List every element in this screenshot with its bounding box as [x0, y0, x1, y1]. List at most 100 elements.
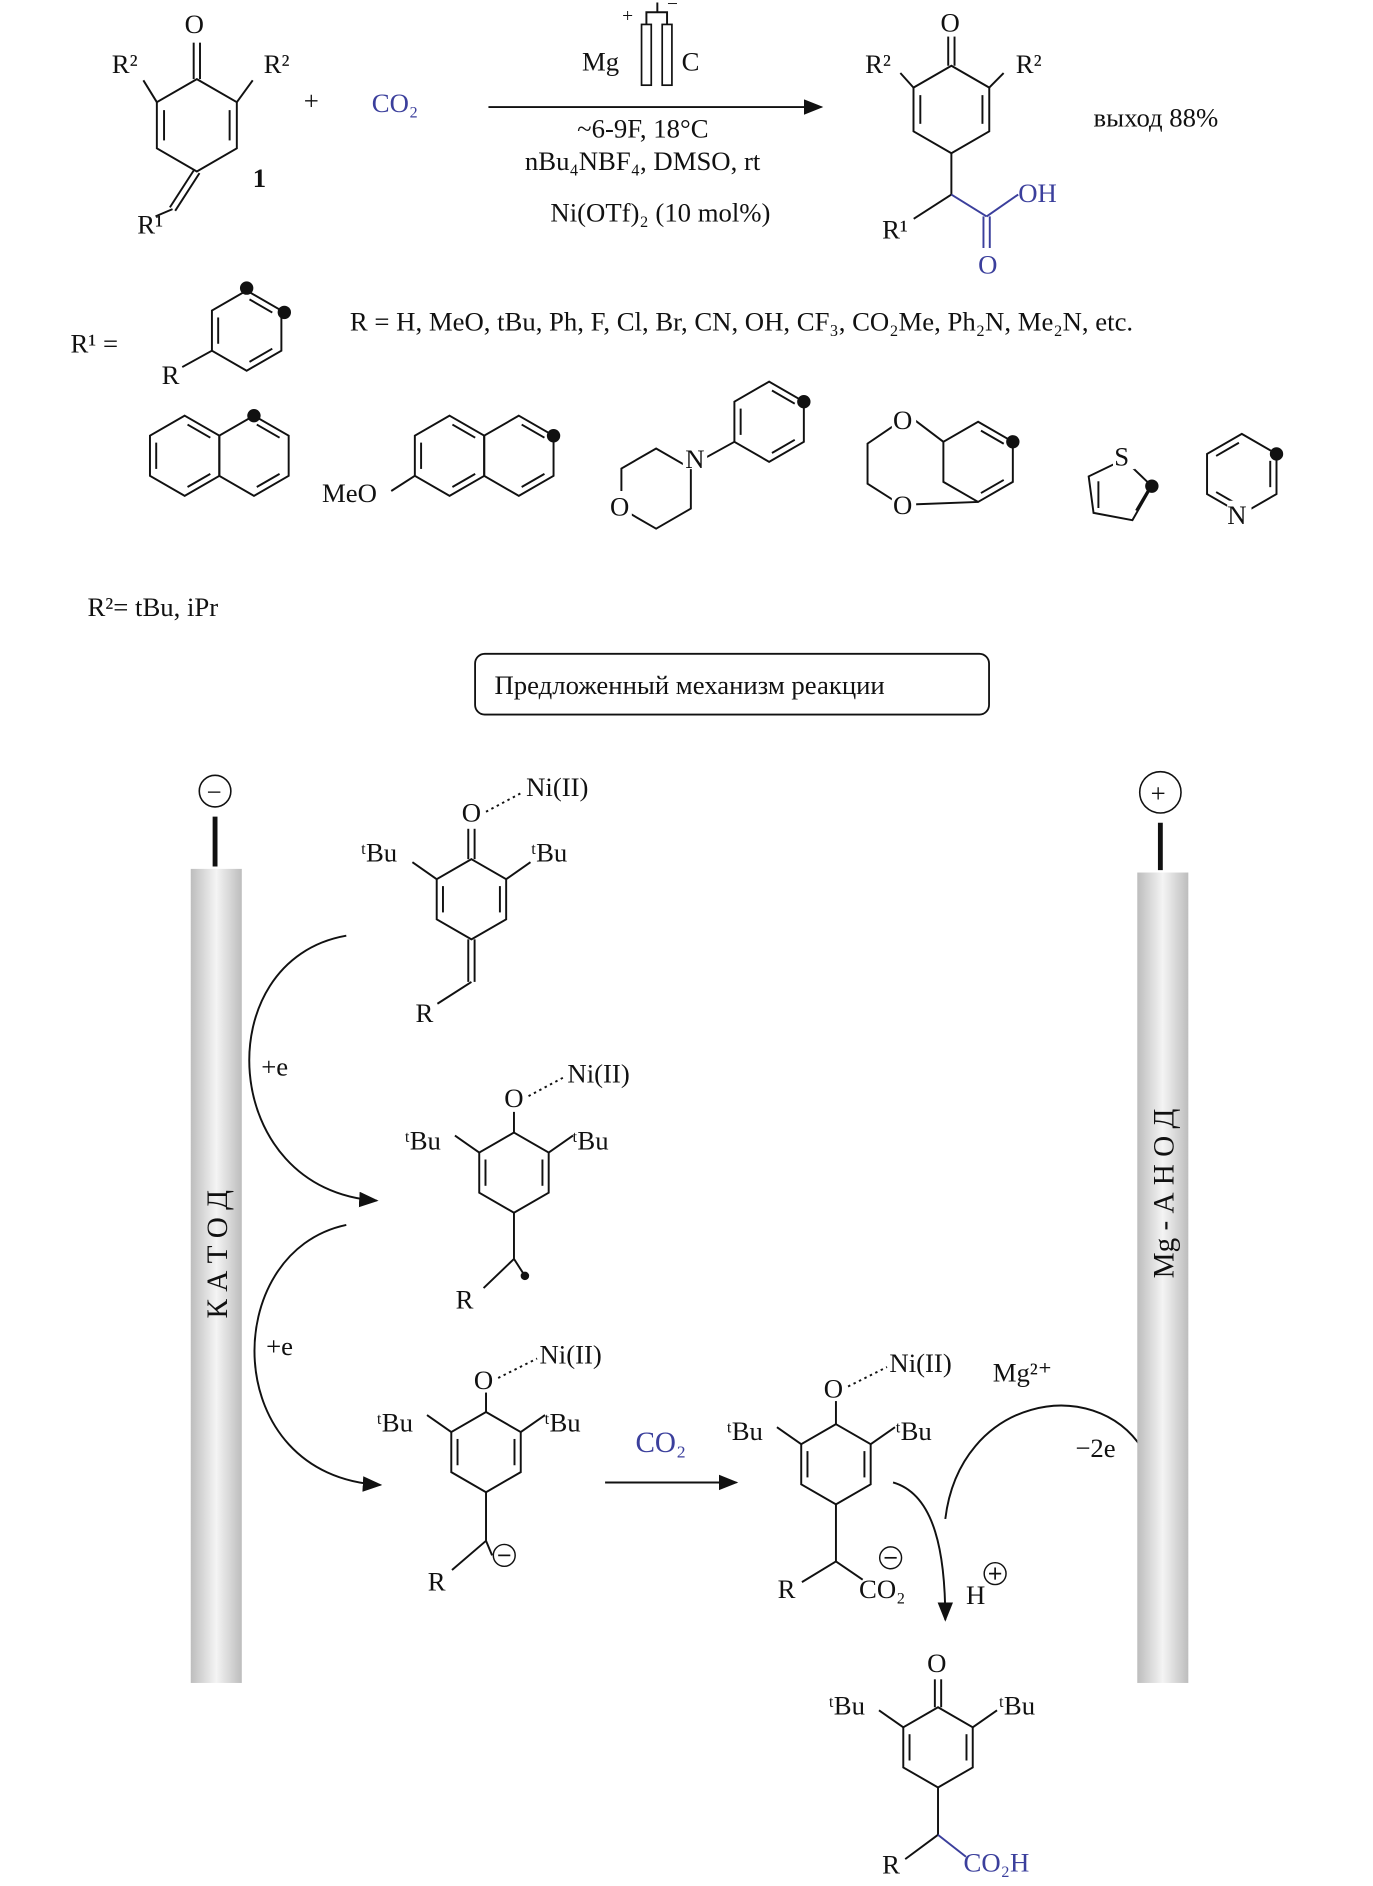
inner-double-bond: [249, 298, 273, 314]
bond: [986, 193, 1019, 218]
product-oxygen: O: [940, 8, 959, 38]
thiophene-sulfur: S: [1114, 441, 1129, 471]
naphthalene-ring: [148, 414, 221, 497]
inner-double-bond: [521, 423, 545, 439]
complex-a-r: R: [416, 998, 434, 1028]
ni-coordination: [847, 1366, 888, 1388]
carboxylate-oxygen: O: [824, 1373, 843, 1403]
carbanion-charge-icon: [492, 1543, 516, 1568]
naphthalene-ring: [218, 414, 290, 497]
mg-electrode-icon: [640, 23, 653, 87]
cathode-minus-icon: [198, 774, 232, 808]
compound-number: 1: [253, 163, 266, 193]
bond: [436, 981, 472, 1005]
aryl-ring: [210, 289, 283, 372]
reactant-ring: [155, 77, 238, 173]
carboxylate-tbu-left: ᵗBu: [727, 1416, 763, 1446]
co2-mechanism-reagent: CO₂: [635, 1427, 686, 1459]
inner-double-bond: [187, 473, 211, 488]
attachment-point-icon: [797, 395, 811, 409]
bond: [870, 1426, 896, 1446]
complex-a-ni: Ni(II): [526, 772, 588, 802]
electron-transfer-arrow: [253, 1223, 383, 1492]
ni-coordination: [528, 1075, 566, 1097]
complex-a-tbu-left: ᵗBu: [361, 838, 397, 868]
inner-double-bond: [771, 389, 796, 405]
product-carbonyl-oxygen: O: [978, 250, 997, 280]
mechanism-title: Предложенный механизм реакции: [495, 670, 885, 700]
bond: [878, 1709, 904, 1729]
product-ring: [912, 64, 991, 155]
radical-oxygen: O: [504, 1083, 523, 1113]
attachment-point-icon: [1006, 435, 1020, 449]
reactant-r2-right: R²: [264, 49, 290, 79]
bond: [411, 861, 438, 881]
condition-faraday: ~6-9F, 18°C: [577, 113, 708, 143]
bond: [704, 440, 735, 460]
anion-oxygen: O: [474, 1365, 493, 1395]
electrode-c-label: C: [682, 47, 700, 77]
bond: [950, 193, 988, 218]
bond: [451, 1540, 487, 1571]
attachment-point-icon: [277, 305, 292, 320]
inner-double-bond: [980, 479, 1005, 494]
bond: [548, 1134, 574, 1154]
attachment-point-icon: [546, 429, 561, 443]
inner-double-bond: [980, 429, 1005, 445]
bond: [913, 500, 979, 506]
dioxane-ring: [866, 424, 895, 502]
magnesium-ion: Mg²⁺: [993, 1358, 1052, 1388]
electrode-wire: [645, 2, 669, 25]
anode-electrode: [1137, 872, 1189, 1683]
carboxylate-r: R: [778, 1574, 796, 1604]
bond: [390, 474, 416, 492]
phenyl-ring: [733, 380, 805, 463]
complex-a-ring: [435, 858, 508, 941]
radical-dot-icon: [520, 1271, 530, 1281]
condition-electrolyte: nBu₄NBF₄, DMSO, rt: [525, 146, 761, 176]
ni-coordination: [497, 1357, 538, 1379]
yield-label: выход 88%: [1094, 102, 1219, 132]
condition-catalyst: Ni(OTf)₂ (10 mol%): [550, 197, 770, 227]
inner-double-bond: [521, 473, 545, 488]
methoxy-label: MeO: [322, 478, 377, 508]
inner-double-bond: [1215, 441, 1240, 457]
ni-coordination: [485, 791, 523, 813]
bond: [236, 79, 254, 103]
anode-oxidation-arrow: [944, 1404, 1143, 1520]
complex-a-oxygen: O: [462, 797, 481, 827]
naphthalene-ring: [483, 414, 555, 497]
carboxylate-tbu-right: ᵗBu: [895, 1416, 931, 1446]
morpholine-oxygen: O: [610, 491, 629, 521]
reactant-r1: R¹: [137, 209, 163, 239]
attachment-point-icon: [239, 281, 254, 295]
electron-transfer-1: +e: [261, 1051, 288, 1081]
anode-label: Mg - А Н О Д: [1149, 1109, 1181, 1279]
r2-list: R²= tBu, iPr: [87, 592, 218, 622]
proton: H: [966, 1580, 985, 1610]
bond: [505, 861, 532, 881]
protonation-arrow: [892, 1481, 954, 1622]
electrode-plus: +: [622, 6, 633, 27]
reactant-r2-left: R²: [112, 49, 138, 79]
bond: [142, 79, 158, 103]
carboxylate-co2: CO₂: [859, 1574, 905, 1604]
naphthalene-ring: [413, 414, 486, 497]
carboxylate-ni: Ni(II): [889, 1348, 951, 1378]
product-oh: OH: [1018, 178, 1057, 208]
reactant-oxygen: O: [185, 9, 204, 39]
bond: [801, 1560, 837, 1583]
benzene-ring: [942, 420, 1014, 504]
dioxane-oxygen-top: O: [893, 405, 912, 435]
final-co2h: CO₂H: [964, 1847, 1030, 1877]
bond: [972, 1709, 998, 1729]
bond-layer: [142, 2, 1284, 1860]
pyridine-nitrogen: N: [1227, 500, 1246, 530]
co2-reagent: CO₂: [372, 88, 418, 118]
r-substituent: R: [162, 360, 180, 390]
bond: [835, 1560, 864, 1581]
final-product-ring: [902, 1706, 974, 1789]
double-bond: [169, 169, 195, 208]
complex-a-tbu-right: ᵗBu: [531, 838, 567, 868]
